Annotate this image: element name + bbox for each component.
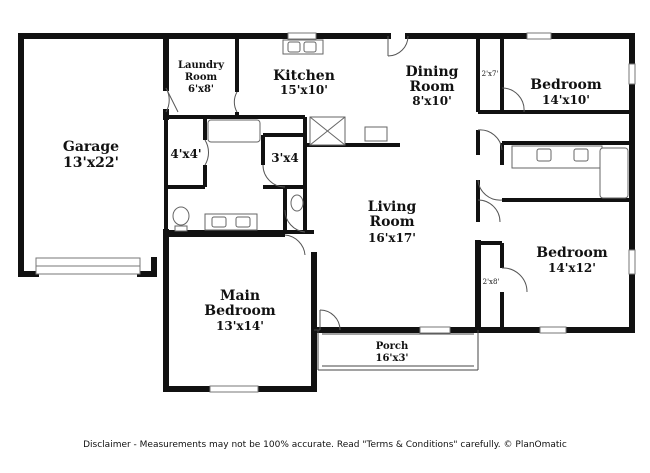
dining-label: Dining Room 8'x10'	[406, 64, 459, 108]
closet-top-right-size: 2'x7'	[482, 70, 499, 78]
main-bedroom-size: 13'x14'	[216, 319, 264, 333]
porch-label: Porch 16'x3'	[376, 341, 409, 364]
disclaimer-text: Disclaimer - Measurements may not be 100…	[83, 440, 567, 450]
dining-size: 8'x10'	[412, 94, 452, 108]
bedroom-bottom-name: Bedroom	[536, 245, 608, 261]
garage-label: Garage 13'x22'	[63, 139, 119, 171]
dining-name-2: Room	[409, 79, 454, 95]
main-bedroom-label: Main Bedroom 13'x14'	[204, 288, 276, 333]
laundry-name-1: Laundry	[178, 60, 225, 71]
bedroom-top-name: Bedroom	[530, 77, 602, 93]
main-bedroom-name-2: Bedroom	[204, 303, 276, 319]
kitchen-size: 15'x10'	[280, 83, 328, 97]
closet-bottom-right-size: 2'x8'	[483, 278, 500, 286]
laundry-name-2: Room	[185, 72, 218, 83]
living-label: Living Room 16'x17'	[368, 199, 417, 245]
laundry-size: 6'x8'	[188, 84, 214, 95]
garage-size: 13'x22'	[63, 155, 119, 171]
bedroom-bottom-label: Bedroom 14'x12'	[536, 245, 608, 275]
doors	[165, 35, 528, 331]
fixtures	[172, 39, 629, 232]
main-bedroom-name-1: Main	[220, 288, 260, 304]
porch-size: 16'x3'	[376, 353, 409, 364]
closet-a-size: 4'x4'	[170, 147, 201, 161]
living-size: 16'x17'	[368, 231, 416, 245]
bedroom-top-size: 14'x10'	[542, 93, 590, 107]
bedroom-top-label: Bedroom 14'x10'	[530, 77, 602, 107]
living-name-2: Room	[369, 214, 414, 230]
bedroom-bottom-size: 14'x12'	[548, 261, 596, 275]
porch-outline	[314, 329, 479, 371]
kitchen-label: Kitchen 15'x10'	[273, 68, 335, 97]
closet-b-size: 3'x4	[271, 151, 299, 165]
kitchen-name: Kitchen	[273, 68, 335, 84]
windows	[35, 32, 636, 393]
dining-name-1: Dining	[406, 64, 459, 80]
living-name-1: Living	[368, 199, 417, 215]
garage-name: Garage	[63, 139, 119, 155]
laundry-label: Laundry Room 6'x8'	[178, 60, 225, 95]
porch-name: Porch	[376, 341, 409, 352]
